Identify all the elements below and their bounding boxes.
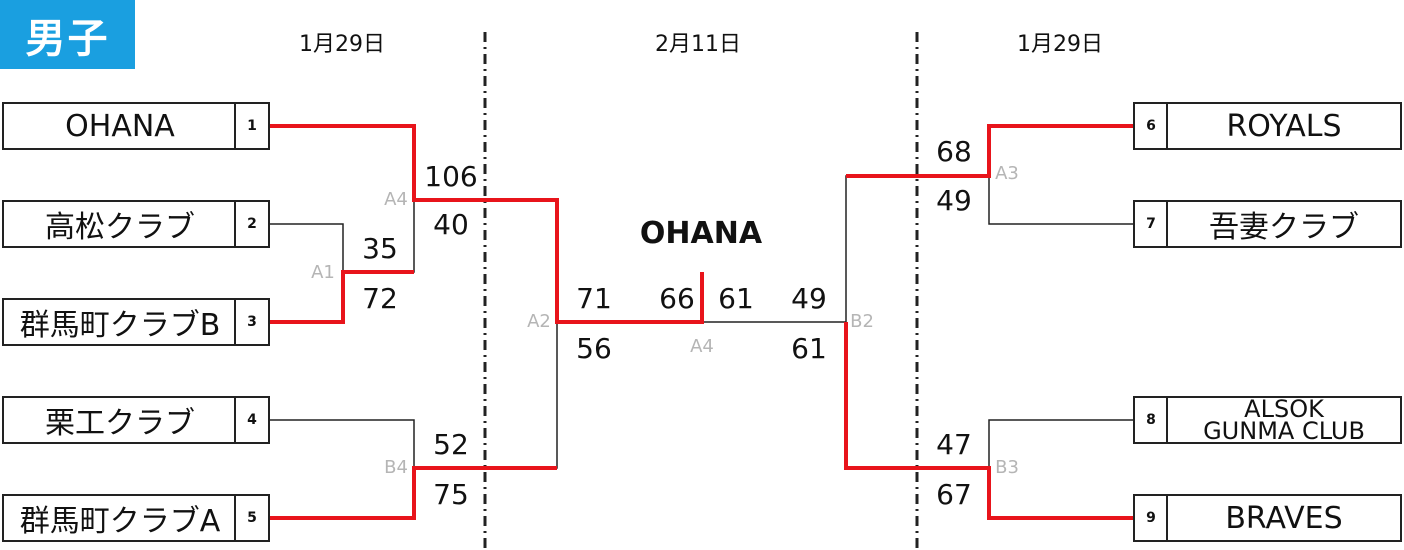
line-team4 [270,419,415,468]
seed-7: 7 [1133,200,1169,248]
round-date-center: 2月11日 [655,32,741,57]
score-b2-top: 49 [791,282,827,315]
score-a4-top: 106 [424,160,478,193]
line-team2 [270,223,344,272]
seed-1: 1 [234,102,270,150]
team-name-1: OHANA [2,102,238,150]
team-name-8: ALSOK GUNMA CLUB [1166,396,1402,444]
score-final-right: 61 [718,282,754,315]
score-a2-bottom: 56 [576,332,612,365]
score-b3-bottom: 67 [936,478,972,511]
team-name-7: 吾妻クラブ [1166,200,1402,248]
match-tag-a1: A1 [311,262,335,283]
team-name-5: 群馬町クラブA [2,494,238,542]
score-a3-top: 68 [936,135,972,168]
score-a1-top: 35 [362,232,398,265]
win-path-team3 [270,270,414,324]
division-badge: 男子 [0,0,135,69]
score-b3-top: 47 [936,428,972,461]
team-name-6: ROYALS [1166,102,1402,150]
team-name-9: BRAVES [1166,494,1402,542]
match-tag-a2: A2 [527,311,551,332]
champion-name: OHANA [639,216,763,251]
win-path-team9 [844,322,1133,520]
seed-3: 3 [234,298,270,346]
match-tag-a4-left: A4 [384,189,408,210]
match-tag-a3: A3 [995,163,1019,184]
seed-9: 9 [1133,494,1169,542]
seed-8: 8 [1133,396,1169,444]
seed-5: 5 [234,494,270,542]
team-name-2: 高松クラブ [2,200,238,248]
score-b2-bottom: 61 [791,332,827,365]
score-b4-bottom: 75 [433,478,469,511]
match-tag-b3: B3 [995,457,1019,478]
seed-4: 4 [234,396,270,444]
seed-6: 6 [1133,102,1169,150]
round-date-left: 1月29日 [299,32,385,57]
score-final-left: 66 [659,282,695,315]
score-a3-bottom: 49 [936,184,972,217]
match-tag-final: A4 [690,336,714,357]
team-name-8-line1: ALSOK [1244,396,1324,423]
round-date-right: 1月29日 [1017,32,1103,57]
seed-2: 2 [234,200,270,248]
win-path-team6 [846,124,1133,178]
score-a4-bottom: 40 [433,208,469,241]
team-name-8-line2: GUNMA CLUB [1203,417,1365,444]
win-path-team5 [270,466,557,520]
score-a1-bottom: 72 [362,282,398,315]
match-tag-b2: B2 [850,311,874,332]
score-b4-top: 52 [433,428,469,461]
line-team7 [988,176,1133,225]
line-team8 [988,419,1133,468]
match-tag-b4: B4 [384,457,408,478]
team-name-3: 群馬町クラブB [2,298,238,346]
score-a2-top: 71 [576,282,612,315]
team-name-4: 栗工クラブ [2,396,238,444]
win-path-team1 [270,124,704,324]
